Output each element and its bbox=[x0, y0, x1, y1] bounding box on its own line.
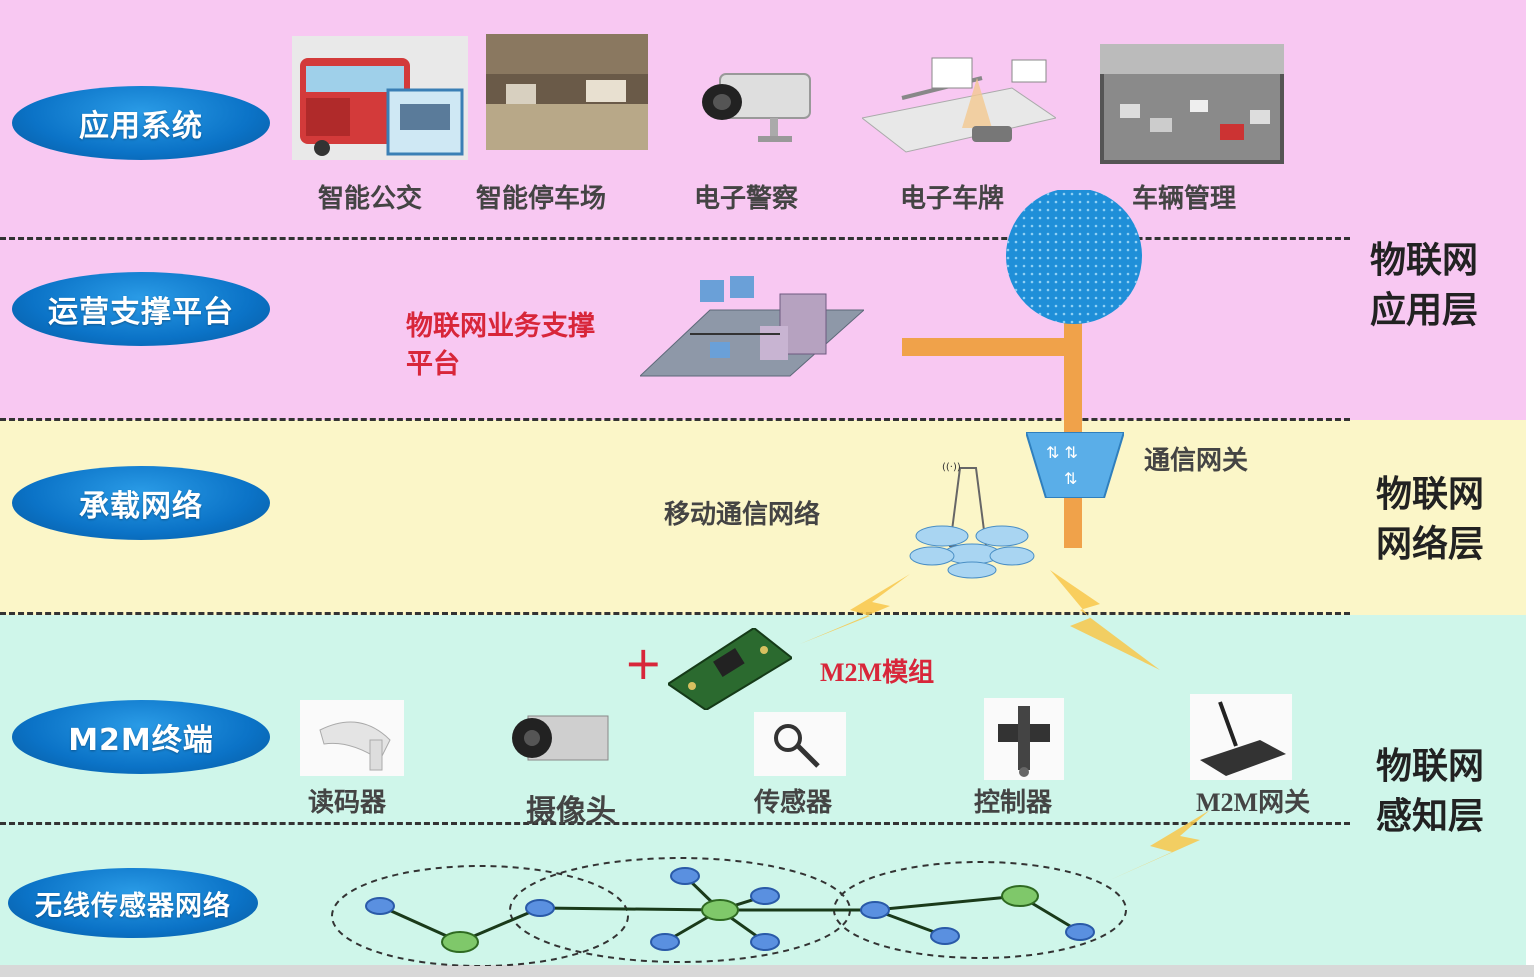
vehicle-mgmt-traffic-image bbox=[1100, 44, 1284, 164]
e-plate-diagram-image bbox=[862, 57, 1056, 153]
divider-1 bbox=[0, 237, 1350, 240]
layer-label-perception: 物联网感知层 bbox=[1376, 746, 1485, 837]
server-platform-image bbox=[640, 276, 864, 377]
tier-app-system: 应用系统 bbox=[12, 86, 270, 160]
comm-gateway-icon: ⇅ ⇅ ⇅ bbox=[1026, 432, 1124, 498]
controller-device-icon bbox=[984, 698, 1064, 780]
caption-vehicle-mgmt: 车辆管理 bbox=[1132, 184, 1237, 214]
smart-parking-image bbox=[486, 34, 648, 150]
platform-label: 物联网业务支撑平台 bbox=[406, 311, 595, 380]
caption-m2m-module: M2M模组 bbox=[820, 658, 935, 687]
caption-comm-gateway: 通信网关 bbox=[1144, 446, 1249, 476]
m2m-module-board bbox=[668, 628, 792, 710]
plus-sign: + bbox=[624, 636, 663, 690]
divider-2 bbox=[0, 418, 1350, 421]
camera-device-icon bbox=[512, 715, 609, 761]
caption-m2m-gateway: M2M网关 bbox=[1196, 788, 1311, 817]
bottom-strip bbox=[0, 965, 1534, 977]
svg-text:((·)): ((·)) bbox=[942, 462, 961, 473]
code-reader-icon bbox=[300, 700, 404, 776]
layer-label-application: 物联网应用层 bbox=[1370, 240, 1479, 331]
tier-wsn: 无线传感器网络 bbox=[8, 868, 258, 938]
svg-text:⇅: ⇅ bbox=[1064, 469, 1077, 488]
smart-bus-image bbox=[292, 36, 468, 160]
caption-smart-parking: 智能停车场 bbox=[476, 184, 607, 214]
caption-mobile-network: 移动通信网络 bbox=[664, 500, 821, 530]
caption-e-plate: 电子车牌 bbox=[900, 184, 1005, 214]
caption-camera: 摄像头 bbox=[526, 794, 616, 829]
caption-controller: 控制器 bbox=[974, 788, 1053, 818]
caption-sensor: 传感器 bbox=[754, 788, 833, 818]
caption-smart-bus: 智能公交 bbox=[318, 184, 423, 214]
m2m-gateway-device-icon bbox=[1190, 694, 1292, 780]
divider-4 bbox=[0, 822, 1350, 825]
tier-m2m-terminal: M2M终端 bbox=[12, 700, 270, 774]
cell-tower-icon: ((·)) bbox=[909, 462, 1035, 579]
tier-ops-platform: 运营支撑平台 bbox=[12, 272, 270, 346]
layer-label-network: 物联网网络层 bbox=[1376, 474, 1485, 565]
tier-bearer-network: 承载网络 bbox=[12, 466, 270, 540]
svg-text:⇅ ⇅: ⇅ ⇅ bbox=[1046, 443, 1078, 462]
wireless-link-bolts bbox=[800, 570, 1210, 880]
sensor-device-icon bbox=[754, 712, 846, 776]
wsn-graph bbox=[331, 857, 1127, 966]
e-police-camera-image bbox=[702, 73, 811, 142]
caption-e-police: 电子警察 bbox=[694, 184, 799, 214]
caption-reader: 读码器 bbox=[308, 788, 387, 818]
divider-3 bbox=[0, 612, 1350, 615]
